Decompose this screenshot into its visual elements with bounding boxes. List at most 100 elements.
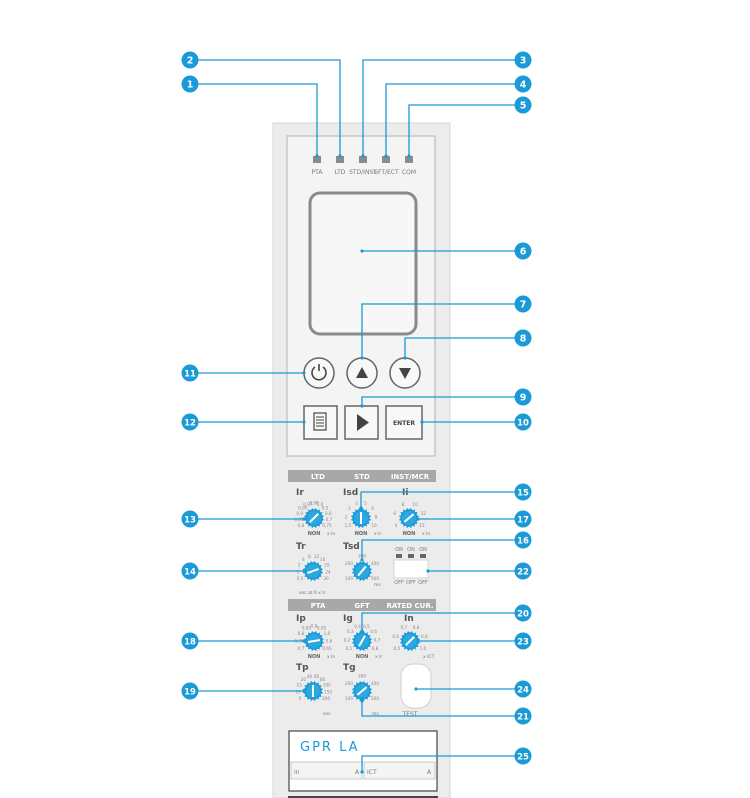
dial-in-tick: 0,6 <box>392 634 399 639</box>
dial-ig-notch <box>369 643 373 647</box>
dip-switch-1[interactable] <box>396 554 402 558</box>
dial-ip-notch <box>305 646 309 650</box>
dial-isd-name: Isd <box>343 488 358 498</box>
callout-11-number: 11 <box>184 369 196 379</box>
dial-in-notch <box>398 639 402 643</box>
dial-in-unit: x ICT <box>423 654 435 660</box>
ict-rating-label: ICT <box>367 769 377 776</box>
dial-tg-pointer-tail <box>356 690 363 696</box>
callout-6-badge <box>514 242 532 260</box>
dip-switch-block[interactable]: ON ON ON OFF OFF OFF <box>393 547 429 586</box>
dial-isd-tick: 3 <box>348 506 351 511</box>
dial-tp-tick: 150 <box>324 689 332 694</box>
dial-isd-notch <box>366 523 370 527</box>
dial-tr-tick: 1 <box>297 569 300 574</box>
dip-switch-3[interactable] <box>420 554 426 558</box>
dial-ir-notch <box>321 512 325 516</box>
dial-ir[interactable]: Ir0,80,850,90,950,970,981,00,50,60,70,75… <box>294 488 335 537</box>
menu-list-icon <box>313 412 327 431</box>
dial-in-tick: 0,9 <box>421 634 428 639</box>
dial-in-tick: 0,8 <box>413 625 420 630</box>
callout-19-number: 19 <box>184 687 196 697</box>
dial-ir-pointer <box>313 513 319 519</box>
callout-10-anchor <box>420 420 424 424</box>
power-button[interactable] <box>303 357 335 389</box>
dial-ig-tick: 0,7 <box>374 637 381 642</box>
callout-16-anchor <box>360 558 364 562</box>
dial-in-name: In <box>404 614 414 624</box>
dial-tp-notch <box>307 680 311 684</box>
dial-ir-notch <box>319 523 323 527</box>
led-label-gft-ect: GFT/ECT <box>373 169 399 176</box>
in-rating-label: In <box>294 769 300 776</box>
dial-in-notch <box>417 643 421 647</box>
callout-24-anchor <box>414 687 418 691</box>
dial-tg-notch <box>356 698 360 702</box>
dial-in-tick: 0,5 <box>394 646 401 651</box>
dial-ii-name: Ii <box>402 488 408 498</box>
dial-ii-notch <box>411 525 415 529</box>
callout-4-leader <box>385 83 523 156</box>
dial-isd-notch <box>349 516 353 520</box>
dial-ig-notch <box>351 635 355 639</box>
dial-isd-notch <box>369 516 373 520</box>
dial-in-notch <box>412 648 416 652</box>
enter-button[interactable] <box>385 405 423 440</box>
dial-ig-tick: 0,5 <box>363 624 370 629</box>
dial-ii-notch <box>403 507 407 511</box>
dial-ig-bottom-label: NON <box>356 654 369 660</box>
in-rating-field <box>290 761 363 780</box>
callout-24-number: 24 <box>517 685 529 695</box>
dial-tr-tick: 0,5 <box>297 576 304 581</box>
dial-ii-tick: 6 <box>393 511 396 516</box>
led-ltd <box>336 156 344 163</box>
dial-ir-notch <box>319 509 323 513</box>
dial-ip-tick: 1,0 <box>324 631 331 636</box>
dial-ir-notch <box>316 525 320 529</box>
dial-ii-pointer <box>408 513 415 519</box>
dial-ii-notch <box>411 507 415 511</box>
dial-ip-tick: 0,6 <box>326 639 333 644</box>
dial-tsd-notch <box>367 562 371 566</box>
dial-ii-tick: 15 <box>419 523 425 528</box>
callout-15-badge <box>514 483 532 501</box>
callout-3-number: 3 <box>520 55 527 66</box>
dial-tp-notch <box>311 699 315 703</box>
dial-tg-notch <box>353 696 357 700</box>
dial-tp-tick: 60 <box>314 674 320 679</box>
dial-ig-notch <box>364 630 368 634</box>
callout-15-anchor <box>359 506 363 510</box>
enter-button-label: ENTER <box>393 420 415 427</box>
dial-isd-tick: 6 <box>371 506 374 511</box>
dial-tg-notch <box>369 693 373 697</box>
dial-ip-tick: 0,85 <box>302 626 312 631</box>
dial-ir-tick: 0,75 <box>322 523 332 528</box>
dial-ig-tick: 0,3 <box>347 629 354 634</box>
dial-ir-tick: 0,98 <box>309 501 319 506</box>
section-label-pta: PTA <box>311 602 326 610</box>
callout-3-badge <box>514 51 532 69</box>
dial-tg-name: Tg <box>343 663 356 673</box>
dip-switch-2[interactable] <box>408 554 414 558</box>
dial-tg-tick: 300 <box>358 674 366 679</box>
dial-in-notch <box>399 643 403 647</box>
dial-tp-notch <box>307 698 311 702</box>
dial-ip-notch <box>308 630 312 634</box>
dial-ii-tick: 10 <box>412 502 418 507</box>
led-label-std-inst: STD/INST <box>349 169 377 176</box>
dial-ip-notch <box>303 643 307 647</box>
callout-9-leader <box>361 396 523 406</box>
callout-19-badge <box>181 682 199 700</box>
test-button[interactable] <box>400 663 432 709</box>
dial-isd-notch <box>350 512 354 516</box>
dial-tr-tick: 8 <box>308 554 311 559</box>
callout-14-number: 14 <box>184 567 196 577</box>
